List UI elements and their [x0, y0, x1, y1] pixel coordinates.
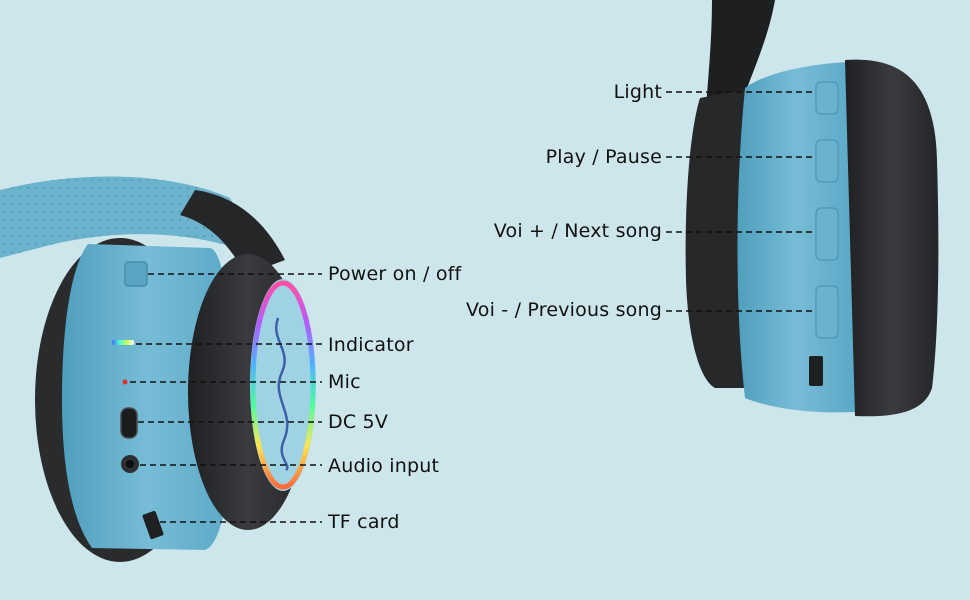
- label-play: Play / Pause: [545, 146, 662, 168]
- cat-logo-icon: [275, 317, 289, 471]
- tf-card-slot: [142, 510, 164, 540]
- light-button[interactable]: [815, 81, 839, 115]
- indicator-led: [112, 340, 134, 345]
- label-next: Voi + / Next song: [493, 220, 662, 242]
- label-dc: DC 5V: [328, 411, 389, 433]
- left-headband-slider: [180, 190, 285, 275]
- label-light: Light: [613, 81, 662, 103]
- right-back-cushion: [685, 90, 745, 388]
- left-rgb-disc: [250, 279, 316, 491]
- label-power: Power on / off: [328, 263, 462, 285]
- label-tf: TF card: [328, 511, 400, 533]
- right-headphone: [685, 0, 939, 417]
- right-headband: [705, 0, 775, 120]
- label-audio: Audio input: [328, 455, 440, 477]
- right-tf-slot: [809, 356, 823, 386]
- power-button[interactable]: [124, 261, 148, 287]
- mic-hole-icon: [122, 379, 128, 385]
- label-prev: Voi - / Previous song: [466, 299, 662, 321]
- right-front-cushion: [845, 59, 939, 417]
- left-blue-shell: [62, 244, 234, 550]
- volume-down-prev-button[interactable]: [815, 285, 839, 339]
- play-pause-button[interactable]: [815, 139, 839, 183]
- left-headphone: [0, 176, 316, 562]
- left-rgb-ring: [250, 280, 316, 490]
- label-mic: Mic: [328, 371, 361, 393]
- dc-port: [120, 407, 138, 439]
- audio-jack-hole: [126, 460, 134, 468]
- leader-lines: [130, 91, 816, 523]
- volume-up-next-button[interactable]: [815, 207, 839, 261]
- label-indicator: Indicator: [328, 334, 414, 356]
